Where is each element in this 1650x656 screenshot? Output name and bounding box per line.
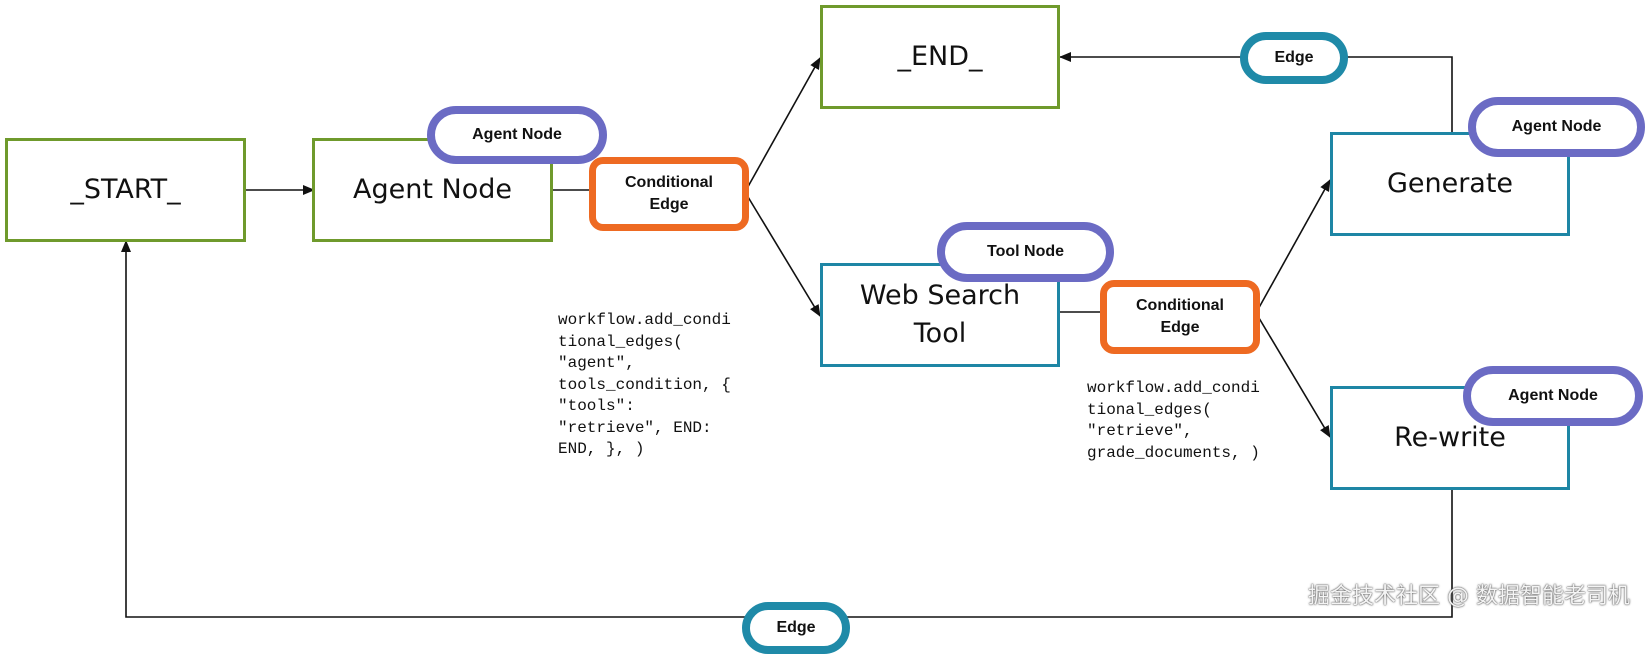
arrow-generate-to-end [1059,52,1453,132]
agent-node-badge-generate: Agent Node [1468,97,1645,157]
tool-node-badge-label: Tool Node [986,243,1065,260]
agent-node-badge: Agent Node [427,106,607,164]
start-node-label: _START_ [70,174,181,205]
code-snippet-retrieve-conditional: workflow.add_condi tional_edges( "retrie… [1087,379,1260,462]
rewrite-node: Re-write [1330,386,1570,490]
web-search-tool-label: Web Search Tool [859,280,1021,349]
agent-node-label: Agent Node [353,174,512,205]
edge-badge-bottom: Edge [742,602,850,654]
conditional-edge-badge-1: Conditional Edge [589,157,749,231]
edge-badge-bottom-label: Edge [776,619,816,636]
end-node: _END_ [820,5,1060,109]
code-snippet-agent-conditional: workflow.add_condi tional_edges( "agent"… [558,311,731,458]
arrow-conditional-to-end [744,57,821,193]
conditional-edge-badge-1-label: Conditional Edge [625,174,713,213]
arrow-conditional-to-websearch [744,191,821,317]
end-node-label: _END_ [897,41,983,72]
web-search-tool-node: Web Search Tool [820,263,1060,367]
watermark: 掘金技术社区 @ 数据智能老司机 [1308,584,1630,609]
edge-badge-top: Edge [1240,32,1348,84]
arrow-conditional-to-generate [1255,179,1331,314]
agent-node-badge-rewrite-label: Agent Node [1508,387,1598,404]
arrow-conditional-to-rewrite [1255,312,1331,438]
agent-node-badge-generate-label: Agent Node [1511,118,1602,135]
generate-node-label: Generate [1386,168,1514,199]
edge-badge-top-label: Edge [1274,49,1314,66]
tool-node-badge: Tool Node [937,222,1114,282]
agent-node-badge-rewrite: Agent Node [1463,366,1643,426]
rewrite-node-label: Re-write [1394,422,1506,453]
conditional-edge-badge-2: Conditional Edge [1100,280,1260,354]
start-node: _START_ [5,138,246,242]
agent-node-badge-label: Agent Node [472,126,562,143]
conditional-edge-badge-2-label: Conditional Edge [1136,297,1224,336]
